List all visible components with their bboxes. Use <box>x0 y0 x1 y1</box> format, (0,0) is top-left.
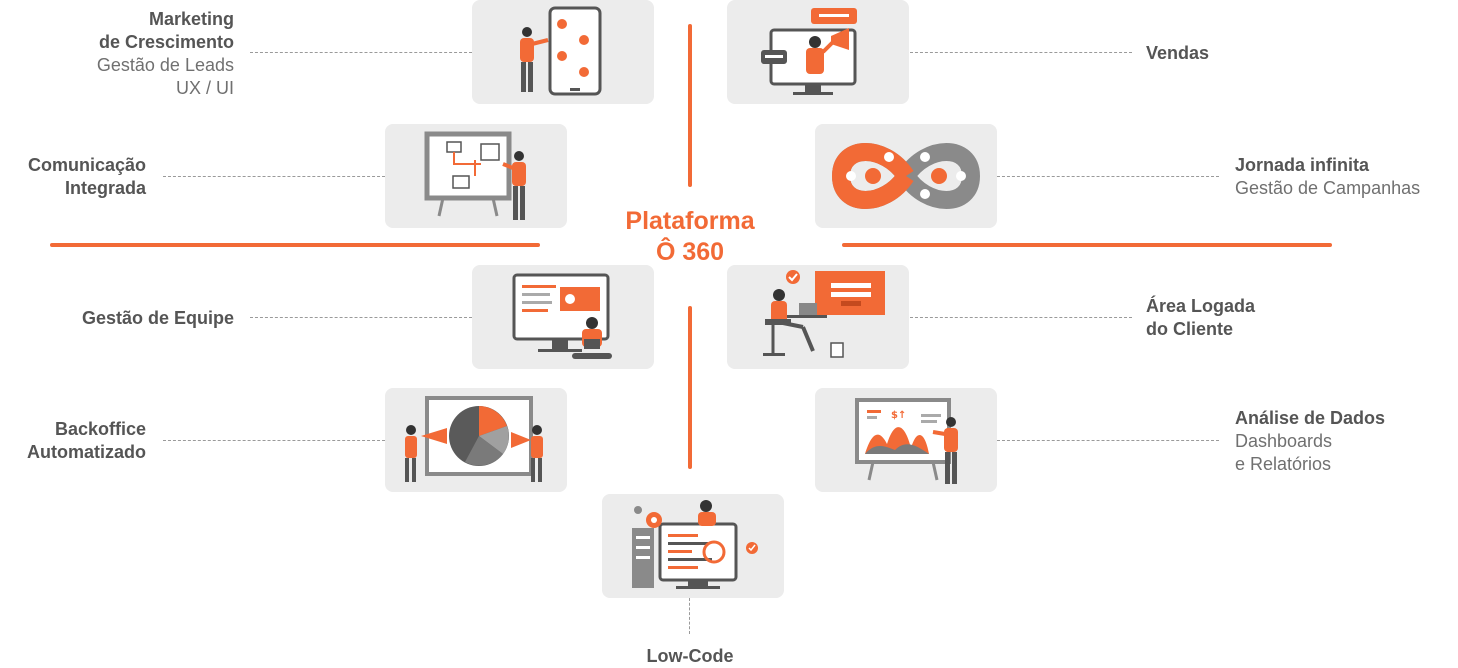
connector-analise <box>997 440 1219 441</box>
svg-text:$↑: $↑ <box>891 410 906 421</box>
analise-sub-2: e Relatórios <box>1235 454 1332 474</box>
area-title-1: Área Logada <box>1146 296 1256 316</box>
megaphone-sales-icon <box>761 8 857 95</box>
backoffice-title-2: Automatizado <box>27 442 146 462</box>
label-marketing: Marketing de Crescimento Gestão de Leads… <box>34 8 234 100</box>
label-lowcode: Low-Code <box>600 645 780 668</box>
label-analise: Análise de Dados Dashboards e Relatórios <box>1235 407 1385 476</box>
pie-chart-board-icon <box>405 396 543 482</box>
infinity-loop-icon <box>831 143 981 209</box>
label-comunicacao: Comunicação Integrada <box>0 154 146 200</box>
label-backoffice: Backoffice Automatizado <box>0 418 146 464</box>
marketing-title-1: Marketing <box>148 9 234 29</box>
code-monitor-icon <box>632 500 758 589</box>
jornada-sub: Gestão de Campanhas <box>1235 178 1421 198</box>
center-title: Plataforma Ô 360 <box>600 206 780 268</box>
card-vendas <box>727 0 909 104</box>
comunicacao-title-2: Integrada <box>64 178 146 198</box>
card-marketing <box>472 0 654 104</box>
card-lowcode <box>602 494 784 598</box>
marketing-sub-2: UX / UI <box>175 78 234 98</box>
card-backoffice <box>385 388 567 492</box>
center-title-line2: Ô 360 <box>655 238 725 266</box>
login-screen-icon <box>763 270 885 358</box>
label-jornada: Jornada infinita Gestão de Campanhas <box>1235 154 1420 200</box>
equipe-title: Gestão de Equipe <box>81 308 234 328</box>
team-monitor-icon <box>512 273 612 359</box>
label-equipe: Gestão de Equipe <box>34 307 234 330</box>
phone-marketing-icon <box>520 6 602 96</box>
connector-comunicacao <box>163 176 385 177</box>
connector-lowcode <box>689 598 690 634</box>
card-comunicacao <box>385 124 567 228</box>
horizontal-bar-right <box>842 243 1332 247</box>
lowcode-title: Low-Code <box>646 646 734 666</box>
center-title-line1: Plataforma <box>625 207 755 235</box>
area-title-2: do Cliente <box>1146 319 1234 339</box>
vertical-bar-top <box>688 24 692 187</box>
vertical-bar-bottom <box>688 306 692 469</box>
connector-backoffice <box>163 440 385 441</box>
comunicacao-title-1: Comunicação <box>27 155 146 175</box>
connector-jornada <box>997 176 1219 177</box>
connector-area <box>910 317 1132 318</box>
backoffice-title-1: Backoffice <box>54 419 146 439</box>
card-equipe <box>472 265 654 369</box>
label-vendas: Vendas <box>1146 42 1209 65</box>
connector-equipe <box>250 317 472 318</box>
card-analise: $↑ <box>815 388 997 492</box>
marketing-title-2: de Crescimento <box>98 32 234 52</box>
connector-marketing <box>250 52 472 53</box>
horizontal-bar-left <box>50 243 540 247</box>
marketing-sub-1: Gestão de Leads <box>96 55 234 75</box>
analise-title: Análise de Dados <box>1235 408 1386 428</box>
card-area <box>727 265 909 369</box>
vendas-title: Vendas <box>1146 43 1210 63</box>
jornada-title: Jornada infinita <box>1235 155 1370 175</box>
connector-vendas <box>910 52 1132 53</box>
analise-sub-1: Dashboards <box>1235 431 1333 451</box>
label-area: Área Logada do Cliente <box>1146 295 1255 341</box>
analytics-board-icon: $↑ <box>855 398 958 484</box>
card-jornada <box>815 124 997 228</box>
flow-board-icon <box>424 131 526 220</box>
